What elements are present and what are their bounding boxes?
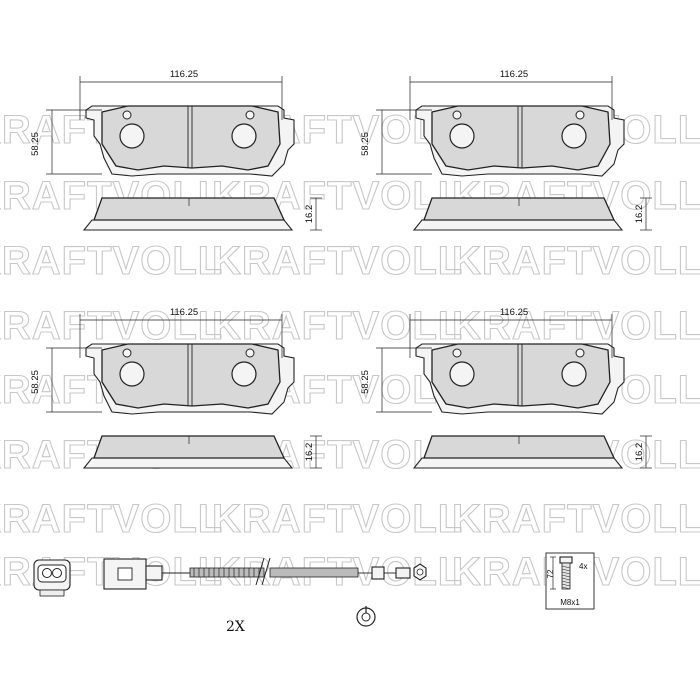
watermark-text: KRAFTVOLL (452, 239, 700, 283)
bolt-thread-label: M8x1 (560, 598, 580, 607)
watermark-text: KRAFTVOLL (452, 304, 700, 348)
watermark-text: KRAFTVOLL (212, 304, 463, 348)
watermark-text: KRAFTVOLL (0, 239, 223, 283)
height-dimension-label: 58.25 (360, 370, 371, 394)
height-dimension-label: 58.25 (360, 132, 371, 156)
watermark-text: KRAFTVOLL (452, 497, 700, 541)
width-dimension-label: 116.25 (170, 69, 198, 80)
height-dimension-label: 58.25 (30, 370, 41, 394)
width-dimension-label: 116.25 (170, 307, 198, 318)
watermark-text: KRAFTVOLL (212, 497, 463, 541)
pad-drawings: 116.25 58.25 16.2 116.25 58.25 16.2 116.25 58.2… (30, 69, 652, 469)
retaining-clip-icon (356, 606, 376, 627)
thickness-dimension-label: 16.2 (634, 205, 645, 224)
bolt-count-label: 4x (579, 562, 587, 571)
bolt-length-label: 72 (546, 569, 555, 578)
nut-icon (413, 563, 427, 581)
watermark-text: KRAFTVOLL (212, 239, 463, 283)
bolt-diagram: 72 4x M8x1 (545, 552, 595, 610)
watermark-text: KRAFTVOLL (0, 497, 223, 541)
thickness-dimension-label: 16.2 (304, 443, 315, 462)
quantity-note: 2X (226, 619, 245, 635)
width-dimension-label: 116.25 (500, 69, 528, 80)
brake-pad-view: 116.25 58.25 16.2 (30, 69, 322, 231)
brake-pad-view: 116.25 58.25 16.2 (360, 307, 652, 469)
watermark-text: KRAFTVOLL (0, 304, 223, 348)
sensor-connector-icon (33, 559, 71, 597)
wear-sensor-wire (103, 557, 427, 590)
thickness-dimension-label: 16.2 (634, 443, 645, 462)
width-dimension-label: 116.25 (500, 307, 528, 318)
thickness-dimension-label: 16.2 (304, 205, 315, 224)
accessories: 2X 72 4x M8x1 (33, 552, 595, 635)
height-dimension-label: 58.25 (30, 132, 41, 156)
brake-pad-view: 116.25 58.25 16.2 (30, 307, 322, 469)
brake-pad-view: 116.25 58.25 16.2 (360, 69, 652, 231)
